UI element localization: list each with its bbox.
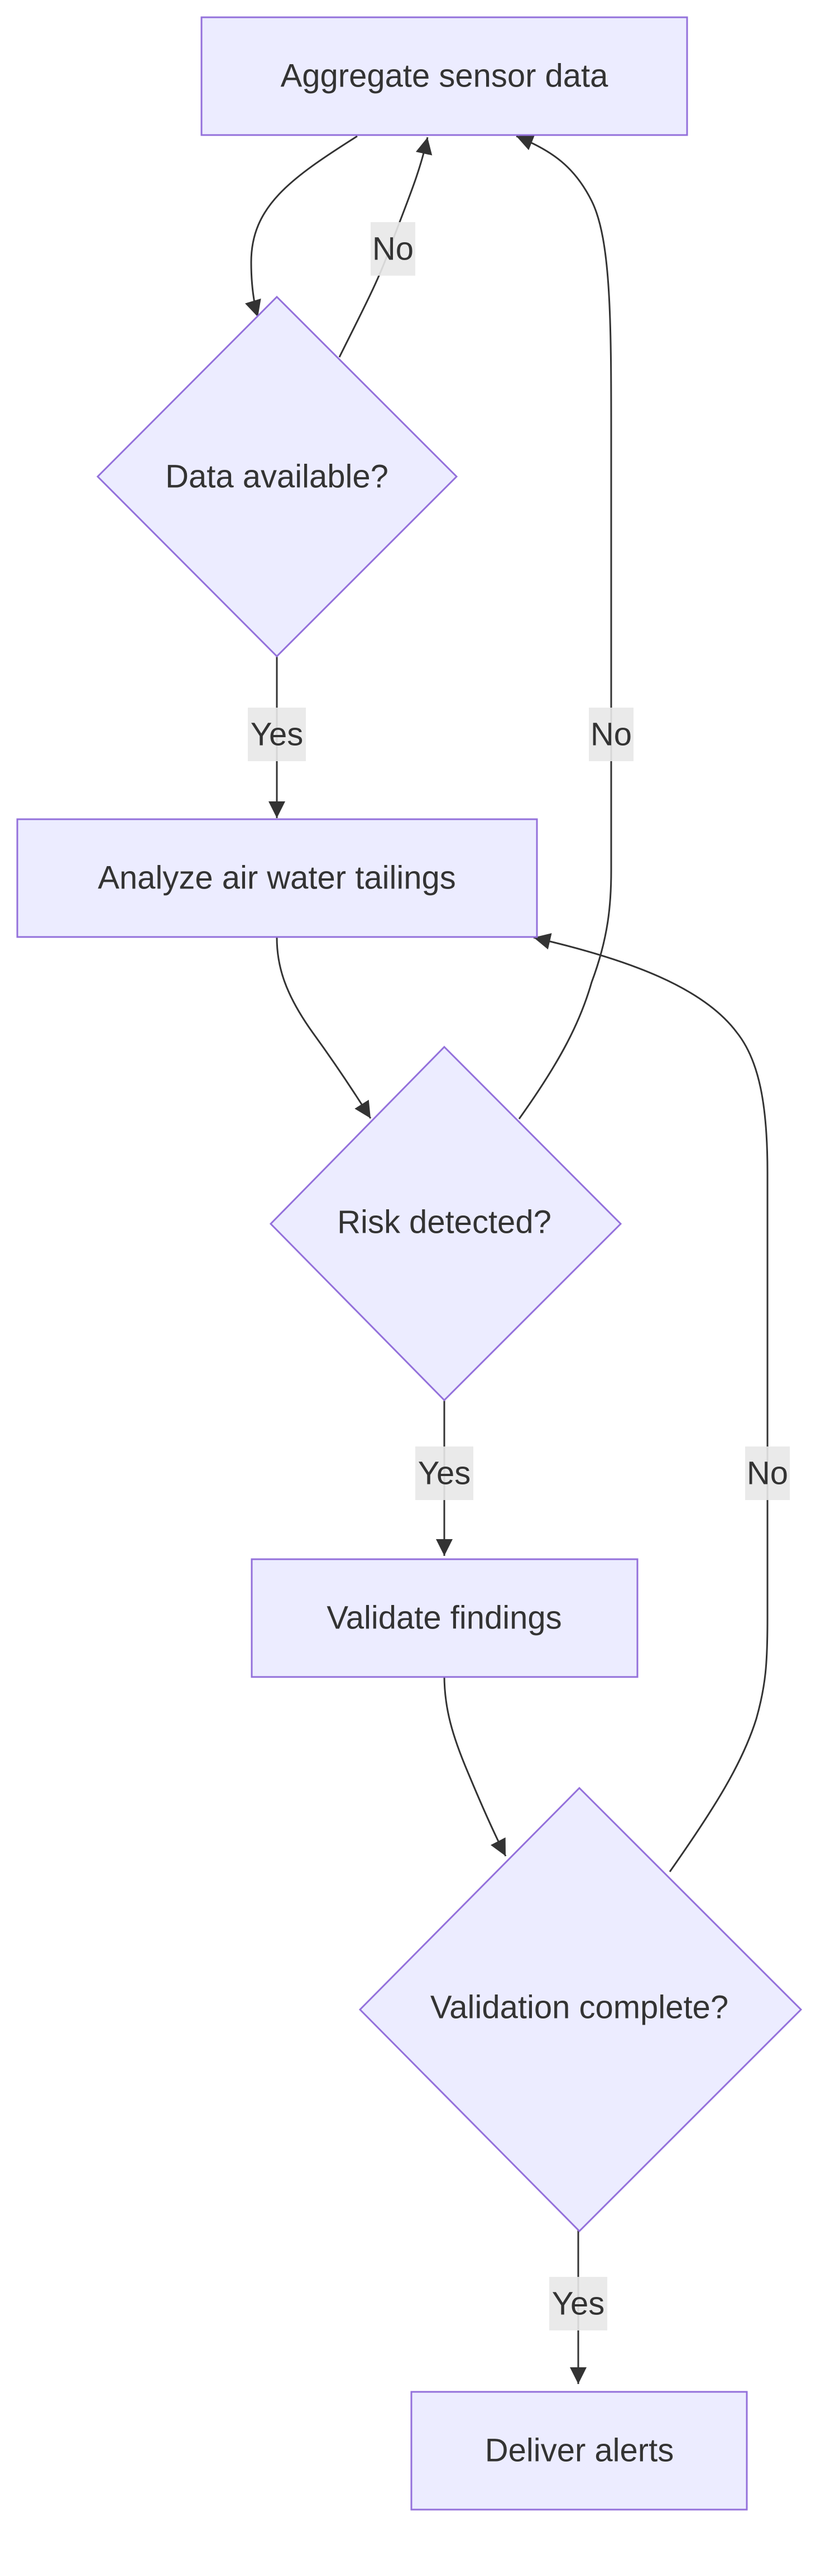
- edge-label-no-data-available: No: [371, 222, 415, 276]
- edge-label-text: No: [747, 1455, 788, 1492]
- edge-label-text: Yes: [552, 2286, 605, 2322]
- edge-label-text: No: [591, 717, 632, 753]
- node-label: Validation complete?: [430, 1989, 728, 2026]
- node-label: Validate findings: [327, 1600, 562, 1636]
- node-label: Analyze air water tailings: [98, 860, 456, 896]
- edge-validate-to-validation-complete: [443, 1675, 507, 1857]
- node-risk-detected[interactable]: Risk detected?: [269, 1045, 622, 1402]
- node-data-available[interactable]: Data available?: [96, 295, 458, 658]
- node-label: Aggregate sensor data: [281, 58, 609, 94]
- nodes: Aggregate sensor data Data available? An…: [16, 16, 803, 2511]
- node-label: Risk detected?: [337, 1204, 551, 1241]
- node-label: Data available?: [165, 459, 388, 495]
- edge-analyze-to-risk: [276, 937, 372, 1119]
- node-analyze-air-water-tailings[interactable]: Analyze air water tailings: [16, 818, 538, 938]
- node-label: Deliver alerts: [485, 2433, 674, 2469]
- edge-label-no-validation-complete: No: [745, 1446, 790, 1500]
- edge-risk-to-aggregate: [516, 134, 612, 1119]
- node-aggregate-sensor-data[interactable]: Aggregate sensor data: [200, 16, 688, 136]
- edge-validation-complete-to-analyze: [533, 933, 769, 1872]
- node-validation-complete[interactable]: Validation complete?: [358, 1786, 803, 2233]
- edge-label-yes-risk: Yes: [415, 1446, 473, 1500]
- edge-labels: No Yes No Yes No Yes: [248, 222, 790, 2330]
- edge-label-no-risk: No: [589, 708, 634, 761]
- edge-label-text: Yes: [251, 717, 304, 753]
- edge-label-yes-data-available: Yes: [248, 708, 306, 761]
- edge-label-yes-validation-complete: Yes: [549, 2277, 607, 2330]
- edge-aggregate-to-data-available: [244, 135, 358, 318]
- edge-label-text: Yes: [418, 1455, 471, 1492]
- node-validate-findings[interactable]: Validate findings: [251, 1558, 639, 1678]
- edge-label-text: No: [372, 231, 414, 267]
- node-deliver-alerts[interactable]: Deliver alerts: [410, 2391, 748, 2511]
